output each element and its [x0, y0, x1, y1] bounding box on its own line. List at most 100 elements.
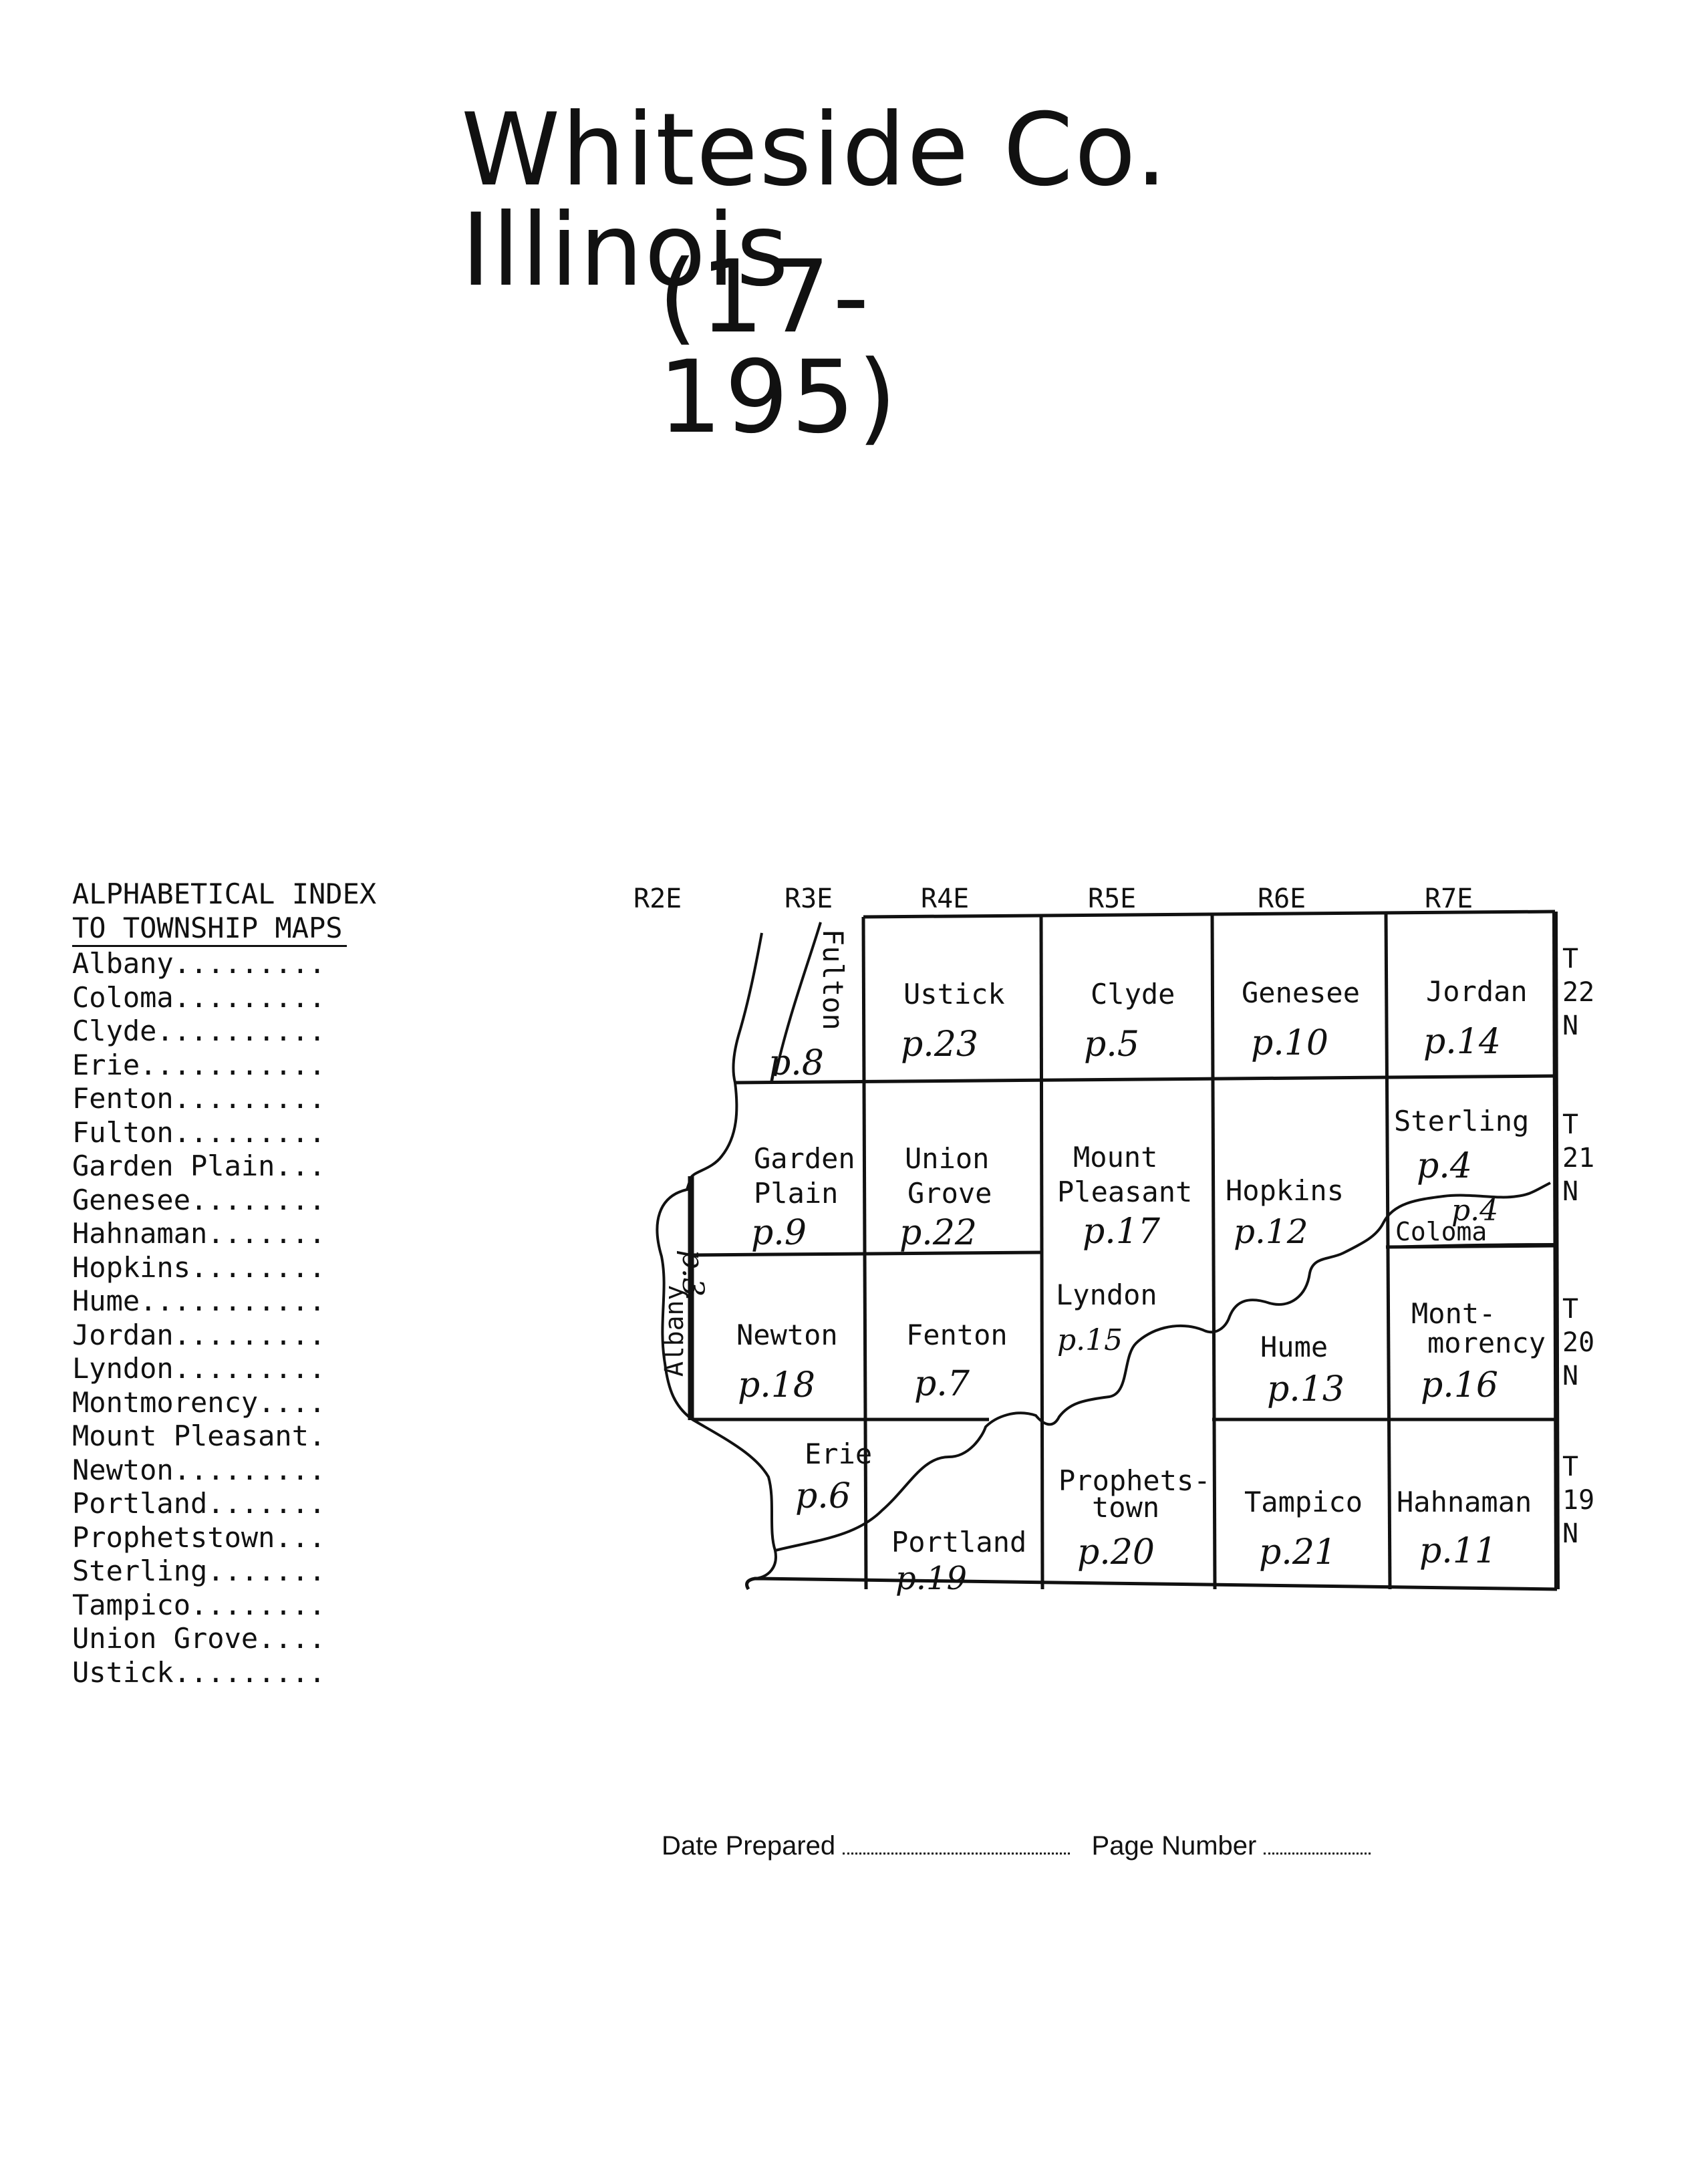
township-montmorency-name-1: Mont- — [1411, 1297, 1496, 1330]
index-entry: Genesee........ — [72, 1183, 326, 1216]
township-sterling-name: Sterling — [1394, 1105, 1529, 1137]
footer: Date Prepared Page Number — [662, 1831, 1463, 1861]
page-subtitle: (17-195) — [658, 239, 899, 456]
index-entry: Erie........... — [72, 1048, 326, 1081]
index-entry: Fulton......... — [72, 1115, 326, 1149]
township-montmorency-page: p.16 — [1421, 1365, 1498, 1405]
index-entry: Tampico........ — [72, 1588, 326, 1621]
index-entry: Hume........... — [72, 1284, 326, 1317]
tier-label-t22-n: N — [1562, 1010, 1578, 1041]
township-union-grove-page: p.22 — [899, 1213, 977, 1253]
township-mount-pleasant-name-2: Pleasant — [1057, 1176, 1192, 1208]
range-label-r2e: R2E — [633, 883, 682, 914]
tier-label-t19-num: 19 — [1562, 1485, 1594, 1516]
map-border-top — [863, 910, 1556, 919]
township-labels: Fulton p.8 Ustick p.23 Clyde p.5 Genesee… — [660, 929, 1546, 1597]
rock-river — [774, 1182, 1551, 1552]
township-garden-plain-page: p.9 — [751, 1213, 807, 1253]
tier-labels: T 22 N T 21 N T 20 N T 19 N — [1562, 944, 1594, 1549]
township-hahnaman-page: p.11 — [1419, 1531, 1497, 1571]
township-prophetstown-page: p.20 — [1077, 1532, 1155, 1573]
township-portland-page: p.19 — [895, 1560, 967, 1597]
range-label-r4e: R4E — [921, 883, 969, 914]
township-garden-plain-name-1: Garden — [754, 1142, 855, 1175]
index-entry: Prophetstown... — [72, 1520, 326, 1554]
township-union-grove-name-2: Grove — [907, 1177, 992, 1210]
township-fulton-page: p.8 — [768, 1043, 824, 1083]
tier-label-t21-t: T — [1562, 1109, 1578, 1140]
index-entry: Ustick......... — [72, 1655, 326, 1689]
index-entry: Portland....... — [72, 1487, 326, 1520]
alphabetical-index: ALPHABETICAL INDEX TO TOWNSHIP MAPS Alba… — [72, 877, 420, 1689]
tier-line-20-west — [692, 1250, 1043, 1257]
index-entry: Clyde.......... — [72, 1014, 326, 1047]
range-line-r7e — [1384, 912, 1392, 1590]
township-lyndon-name: Lyndon — [1056, 1278, 1157, 1311]
index-list: Albany......... Coloma......... Clyde...… — [72, 947, 420, 1689]
township-genesee-page: p.10 — [1251, 1023, 1328, 1063]
range-label-r6e: R6E — [1258, 883, 1306, 914]
township-mount-pleasant-name-1: Mount — [1073, 1141, 1157, 1174]
date-prepared-blank — [843, 1834, 1071, 1855]
township-hume-page: p.13 — [1267, 1369, 1344, 1409]
index-entry: Garden Plain... — [72, 1149, 326, 1182]
tier-label-t21-n: N — [1562, 1176, 1578, 1207]
range-label-r5e: R5E — [1088, 883, 1136, 914]
range-label-r7e: R7E — [1425, 883, 1473, 914]
map-border-bottom — [745, 1577, 1558, 1591]
index-entry: Albany......... — [72, 947, 326, 980]
township-ustick-name: Ustick — [903, 978, 1005, 1010]
page-number-blank — [1264, 1834, 1371, 1855]
index-entry: Coloma......... — [72, 980, 326, 1014]
township-hume-name: Hume — [1260, 1331, 1328, 1363]
page-title: Whiteside Co. Illinois — [461, 92, 1169, 309]
index-entry: Mount Pleasant. — [72, 1419, 326, 1452]
west-river-boundary — [656, 932, 777, 1580]
index-entry: Lyndon......... — [72, 1352, 326, 1385]
township-erie-page: p.6 — [795, 1476, 851, 1516]
tier-label-t20-n: N — [1562, 1361, 1578, 1391]
tier-label-t20-num: 20 — [1562, 1327, 1594, 1358]
index-entry: Sterling....... — [72, 1554, 326, 1587]
index-entry: Montmorency.... — [72, 1385, 326, 1419]
township-newton-page: p.18 — [738, 1365, 815, 1405]
range-label-r3e: R3E — [785, 883, 833, 914]
index-entry: Union Grove.... — [72, 1622, 326, 1655]
township-genesee-name: Genesee — [1242, 976, 1360, 1009]
township-fenton-page: p.7 — [914, 1364, 970, 1404]
township-sterling-page: p.4 — [1417, 1146, 1472, 1186]
township-lyndon-page: p.15 — [1057, 1323, 1123, 1357]
index-heading-line1: ALPHABETICAL INDEX — [72, 877, 377, 910]
township-prophetstown-name-1: Prophets- — [1058, 1464, 1211, 1497]
index-entry: Hahnaman....... — [72, 1217, 326, 1250]
tier-label-t19-t: T — [1562, 1452, 1578, 1482]
township-fulton-name: Fulton — [817, 929, 849, 1031]
township-garden-plain-name-2: Plain — [754, 1177, 838, 1210]
township-union-grove-name-1: Union — [905, 1142, 989, 1175]
township-hopkins-page: p.12 — [1234, 1212, 1308, 1251]
township-montmorency-name-2: morency — [1427, 1327, 1546, 1359]
township-hopkins-name: Hopkins — [1226, 1174, 1344, 1207]
township-tampico-page: p.21 — [1259, 1532, 1336, 1573]
coloma-boundary — [1385, 1243, 1556, 1248]
tier-line-21 — [734, 1074, 1556, 1085]
index-entry: Hopkins........ — [72, 1250, 326, 1284]
index-heading-line2: TO TOWNSHIP MAPS — [72, 912, 347, 947]
township-mount-pleasant-page: p.17 — [1083, 1212, 1161, 1252]
township-newton-name: Newton — [736, 1319, 838, 1351]
township-clyde-name: Clyde — [1091, 978, 1175, 1010]
township-coloma-page: p.4 — [1451, 1194, 1498, 1228]
township-jordan-name: Jordan — [1426, 975, 1528, 1008]
tier-label-t22-num: 22 — [1562, 977, 1594, 1008]
township-albany-name: Albany — [660, 1285, 689, 1377]
township-portland-name: Portland — [891, 1526, 1026, 1558]
index-entry: Newton......... — [72, 1453, 326, 1486]
township-ustick-page: p.23 — [901, 1025, 978, 1065]
page-number-label: Page Number — [1091, 1831, 1257, 1861]
range-line-r6e — [1210, 914, 1217, 1590]
township-fenton-name: Fenton — [906, 1319, 1008, 1351]
township-erie-name: Erie — [805, 1438, 872, 1470]
tier-label-t21-num: 21 — [1562, 1143, 1594, 1174]
map-border-right — [1552, 911, 1560, 1590]
